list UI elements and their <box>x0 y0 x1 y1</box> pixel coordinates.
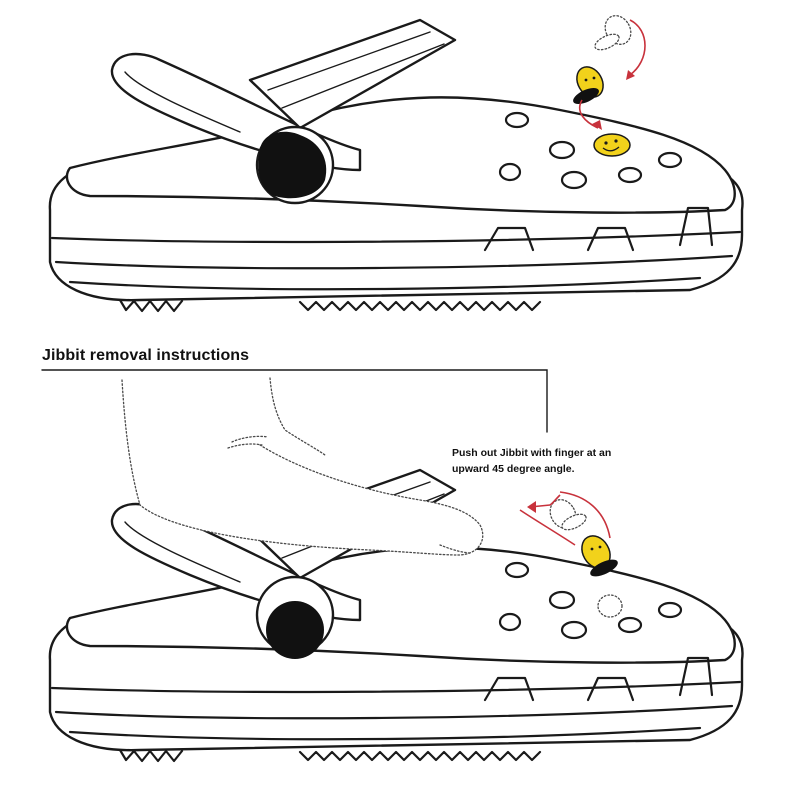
clog-top <box>48 15 744 313</box>
insert-arrow-icon <box>578 19 646 130</box>
jibbit-ghost-bottom-icon <box>549 499 587 531</box>
divider-line <box>41 369 548 433</box>
removal-arrow-icon <box>519 491 611 546</box>
jibbit-installed-icon <box>593 133 631 157</box>
fingertip-dot-icon <box>597 594 623 618</box>
rivet-top <box>258 131 327 199</box>
clog-bottom <box>48 468 744 763</box>
jibbit-ghost-icon <box>594 15 632 51</box>
rivet-bottom <box>266 601 324 659</box>
finger-icon <box>121 377 484 556</box>
jibbit-floating-icon <box>573 66 604 105</box>
instructions-heading: Jibbit removal instructions <box>42 347 250 364</box>
jibbit-removing-icon <box>581 535 618 577</box>
callout-text: Push out Jibbit with finger at an upward… <box>452 445 672 477</box>
callout-line-1: Push out Jibbit with finger at an <box>452 447 612 459</box>
callout-line-2: upward 45 degree angle. <box>452 463 575 475</box>
